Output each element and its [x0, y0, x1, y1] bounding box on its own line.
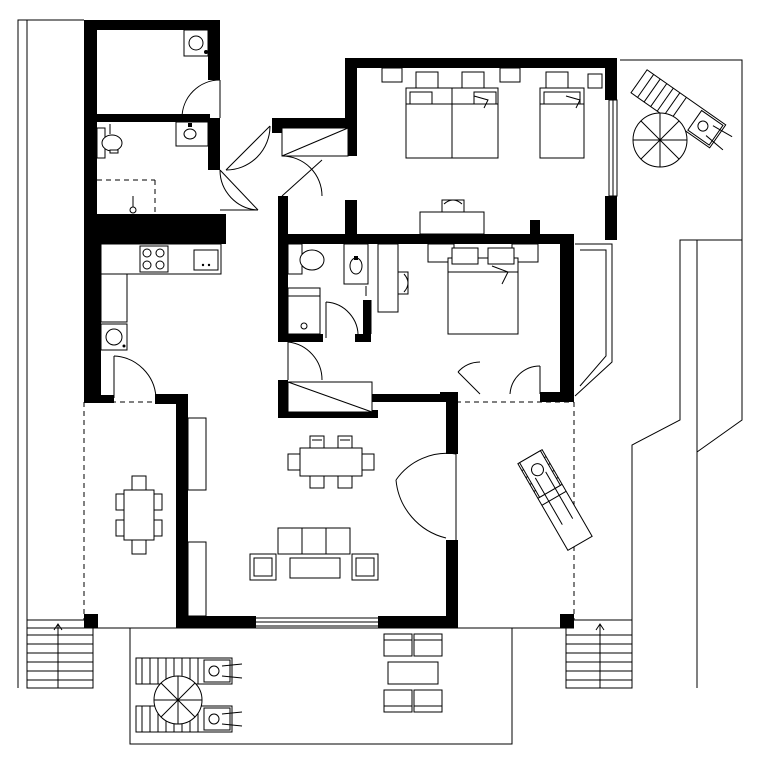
closets — [281, 127, 373, 413]
stairs-right — [565, 619, 633, 689]
windows — [85, 99, 618, 627]
dining-porch — [115, 475, 163, 555]
stairs-left — [26, 619, 94, 689]
washing-machine — [183, 29, 209, 57]
dining-indoor — [287, 435, 375, 489]
living-seating — [249, 527, 379, 581]
terrace-chairs — [383, 633, 443, 713]
bathroom-2-fixtures — [287, 243, 369, 335]
bedroom-upper — [381, 67, 603, 235]
site-outline — [17, 19, 743, 745]
bathroom-1-fixtures — [96, 121, 209, 214]
umbrella-top-right — [632, 112, 688, 168]
umbrella-bottom — [153, 675, 203, 725]
sun-lounger-right-terrace — [517, 449, 593, 551]
doors — [113, 79, 541, 540]
kitchen — [100, 243, 222, 351]
bedroom-lower — [377, 243, 539, 335]
